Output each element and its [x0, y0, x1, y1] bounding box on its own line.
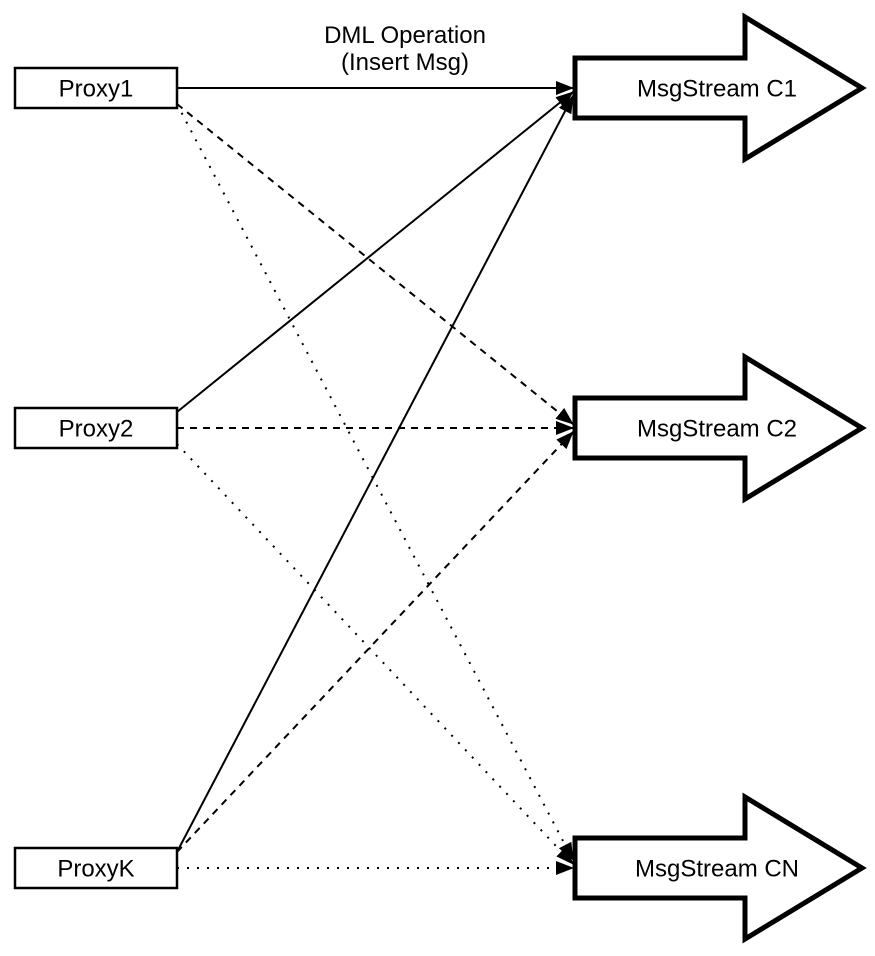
stream-node-c2: MsgStream C2 — [572, 352, 867, 504]
edges-layer — [176, 81, 574, 875]
proxyK-box — [13, 846, 179, 890]
edge-proxy1-cn — [176, 103, 574, 861]
edge-proxy2-c1 — [176, 91, 574, 413]
block-arrow-icon-c1 — [572, 12, 867, 164]
stream-node-cn: MsgStream CN — [572, 792, 867, 944]
block-arrow-icon-c2 — [572, 352, 867, 504]
diagram-title-line2: (Insert Msg) — [341, 49, 469, 76]
proxy-node-proxy1: Proxy1 — [13, 66, 179, 110]
proxyK-label: ProxyK — [57, 856, 134, 883]
block-arrow-icon-cn — [572, 792, 867, 944]
proxy2-label: Proxy2 — [59, 416, 134, 443]
edge-proxy2-cn — [176, 443, 574, 865]
stream-cn-label: MsgStream CN — [635, 856, 799, 883]
stream-c1-label: MsgStream C1 — [637, 76, 797, 103]
edge-proxyK-c2 — [176, 431, 574, 853]
stream-c2-label: MsgStream C2 — [637, 416, 797, 443]
stream-node-c1: MsgStream C1 — [572, 12, 867, 164]
edge-proxyK-c1 — [176, 95, 574, 853]
proxy1-box — [13, 66, 179, 110]
proxy-node-proxyK: ProxyK — [13, 846, 179, 890]
proxy-node-proxy2: Proxy2 — [13, 406, 179, 450]
edge-proxy1-c2 — [176, 103, 574, 425]
diagram-title-line1: DML Operation — [324, 22, 486, 49]
proxy2-box — [13, 406, 179, 450]
proxy1-label: Proxy1 — [59, 76, 134, 103]
